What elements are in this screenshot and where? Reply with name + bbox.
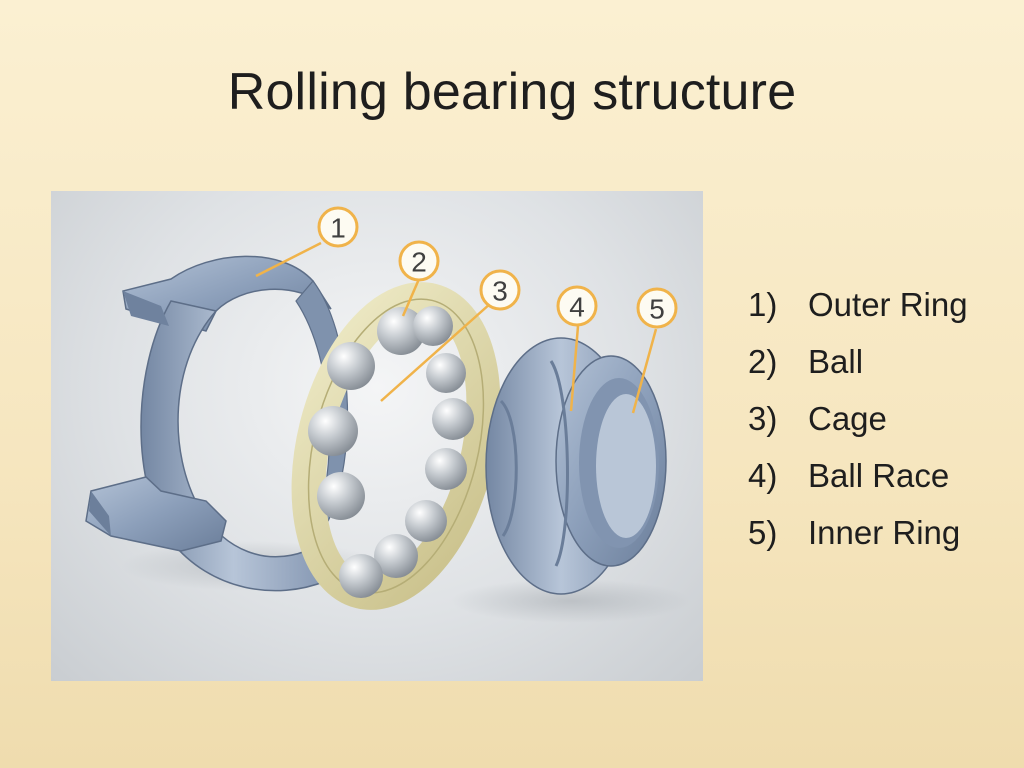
callout-2: 2 bbox=[398, 240, 440, 282]
legend-label: Outer Ring bbox=[808, 285, 968, 323]
parts-legend: 1) Outer Ring 2) Ball 3) Cage 4) Ball Race 5… bbox=[748, 276, 968, 561]
legend-item: 5) Inner Ring bbox=[748, 504, 968, 561]
legend-label: Ball Race bbox=[808, 456, 950, 494]
outer-ring bbox=[85, 255, 349, 592]
legend-number: 1) bbox=[748, 285, 778, 323]
svg-text:1: 1 bbox=[330, 213, 346, 244]
callout-4: 4 bbox=[556, 285, 598, 327]
legend-number: 4) bbox=[748, 456, 778, 494]
legend-item: 1) Outer Ring bbox=[748, 276, 968, 333]
balls bbox=[308, 306, 474, 598]
bearing-illustration: 1 2 3 4 5 bbox=[51, 191, 703, 681]
legend-number: 3) bbox=[748, 399, 778, 437]
inner-ring bbox=[485, 337, 667, 595]
legend-number: 2) bbox=[748, 342, 778, 380]
slide-title: Rolling bearing structure bbox=[227, 63, 797, 121]
callout-1: 1 bbox=[317, 206, 359, 248]
bearing-exploded-view: 1 2 3 4 5 bbox=[85, 206, 691, 623]
callout-3: 3 bbox=[479, 269, 521, 311]
legend-number: 5) bbox=[748, 513, 778, 551]
legend-item: 2) Ball bbox=[748, 333, 968, 390]
svg-text:4: 4 bbox=[569, 292, 585, 323]
legend-label: Inner Ring bbox=[808, 513, 961, 551]
svg-text:3: 3 bbox=[492, 276, 508, 307]
legend-item: 3) Cage bbox=[748, 390, 968, 447]
callout-leaders bbox=[255, 241, 658, 414]
svg-text:5: 5 bbox=[649, 294, 665, 325]
legend-label: Ball bbox=[808, 342, 864, 380]
callout-5: 5 bbox=[636, 287, 678, 329]
legend-item: 4) Ball Race bbox=[748, 447, 968, 504]
legend-label: Cage bbox=[808, 399, 887, 437]
svg-text:2: 2 bbox=[411, 247, 427, 278]
